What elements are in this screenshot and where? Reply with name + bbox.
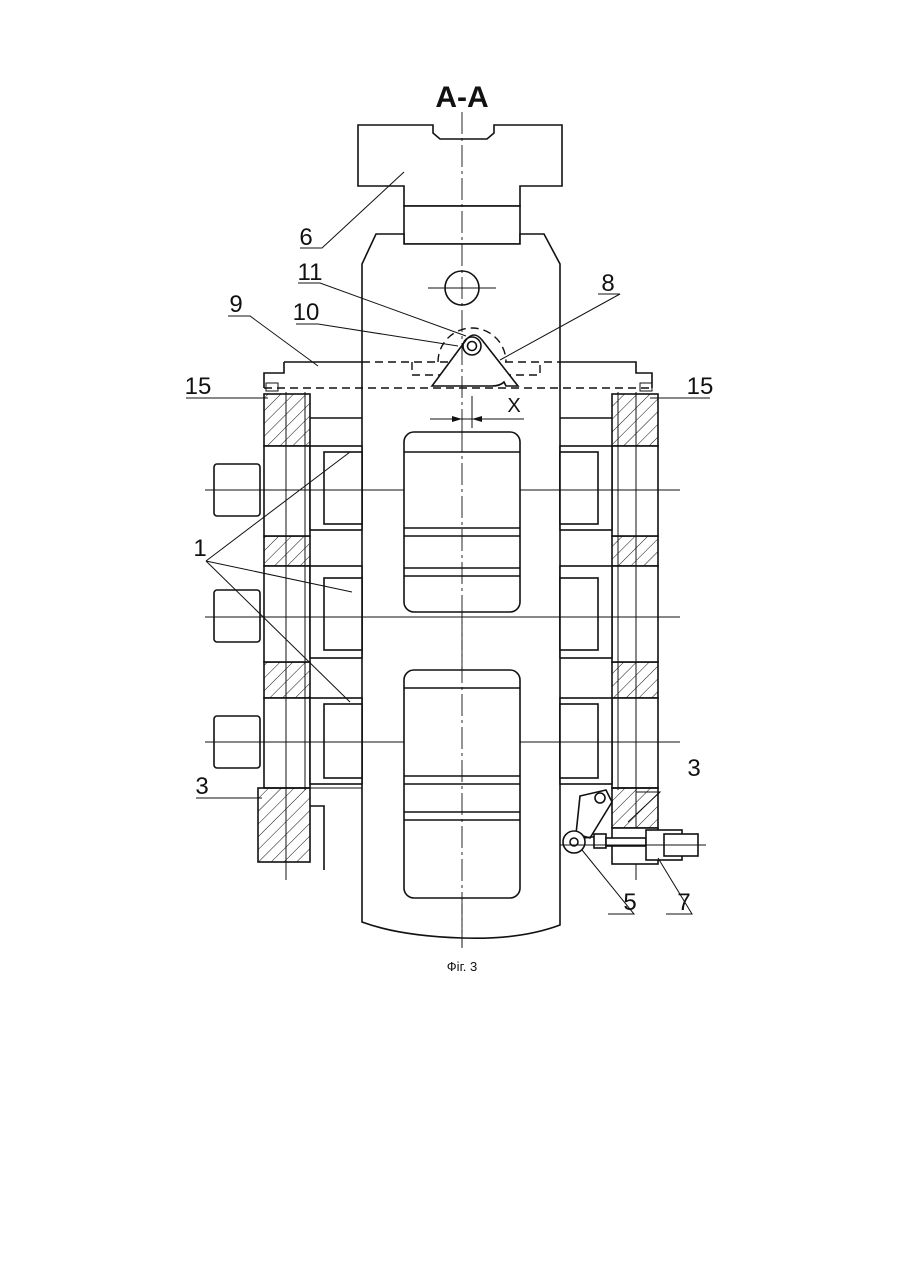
callout-9: 9 [229,291,242,318]
lever-part-5 [563,790,612,853]
callout-6: 6 [299,224,312,251]
dimension-x-label: X [507,395,520,417]
callout-3-right: 3 [687,755,700,782]
callout-15-right: 15 [687,373,714,400]
figure-caption: Фіг. 3 [447,959,477,974]
callout-15-left: 15 [185,373,212,400]
callout-5: 5 [623,889,636,916]
callout-8: 8 [601,270,614,297]
callout-3-left: 3 [195,773,208,800]
top-holder-part-6 [358,125,562,244]
callout-1: 1 [193,535,206,562]
callout-7: 7 [677,889,690,916]
section-title: A-A [435,81,488,114]
callout-10: 10 [293,299,320,326]
callout-11: 11 [298,259,323,286]
